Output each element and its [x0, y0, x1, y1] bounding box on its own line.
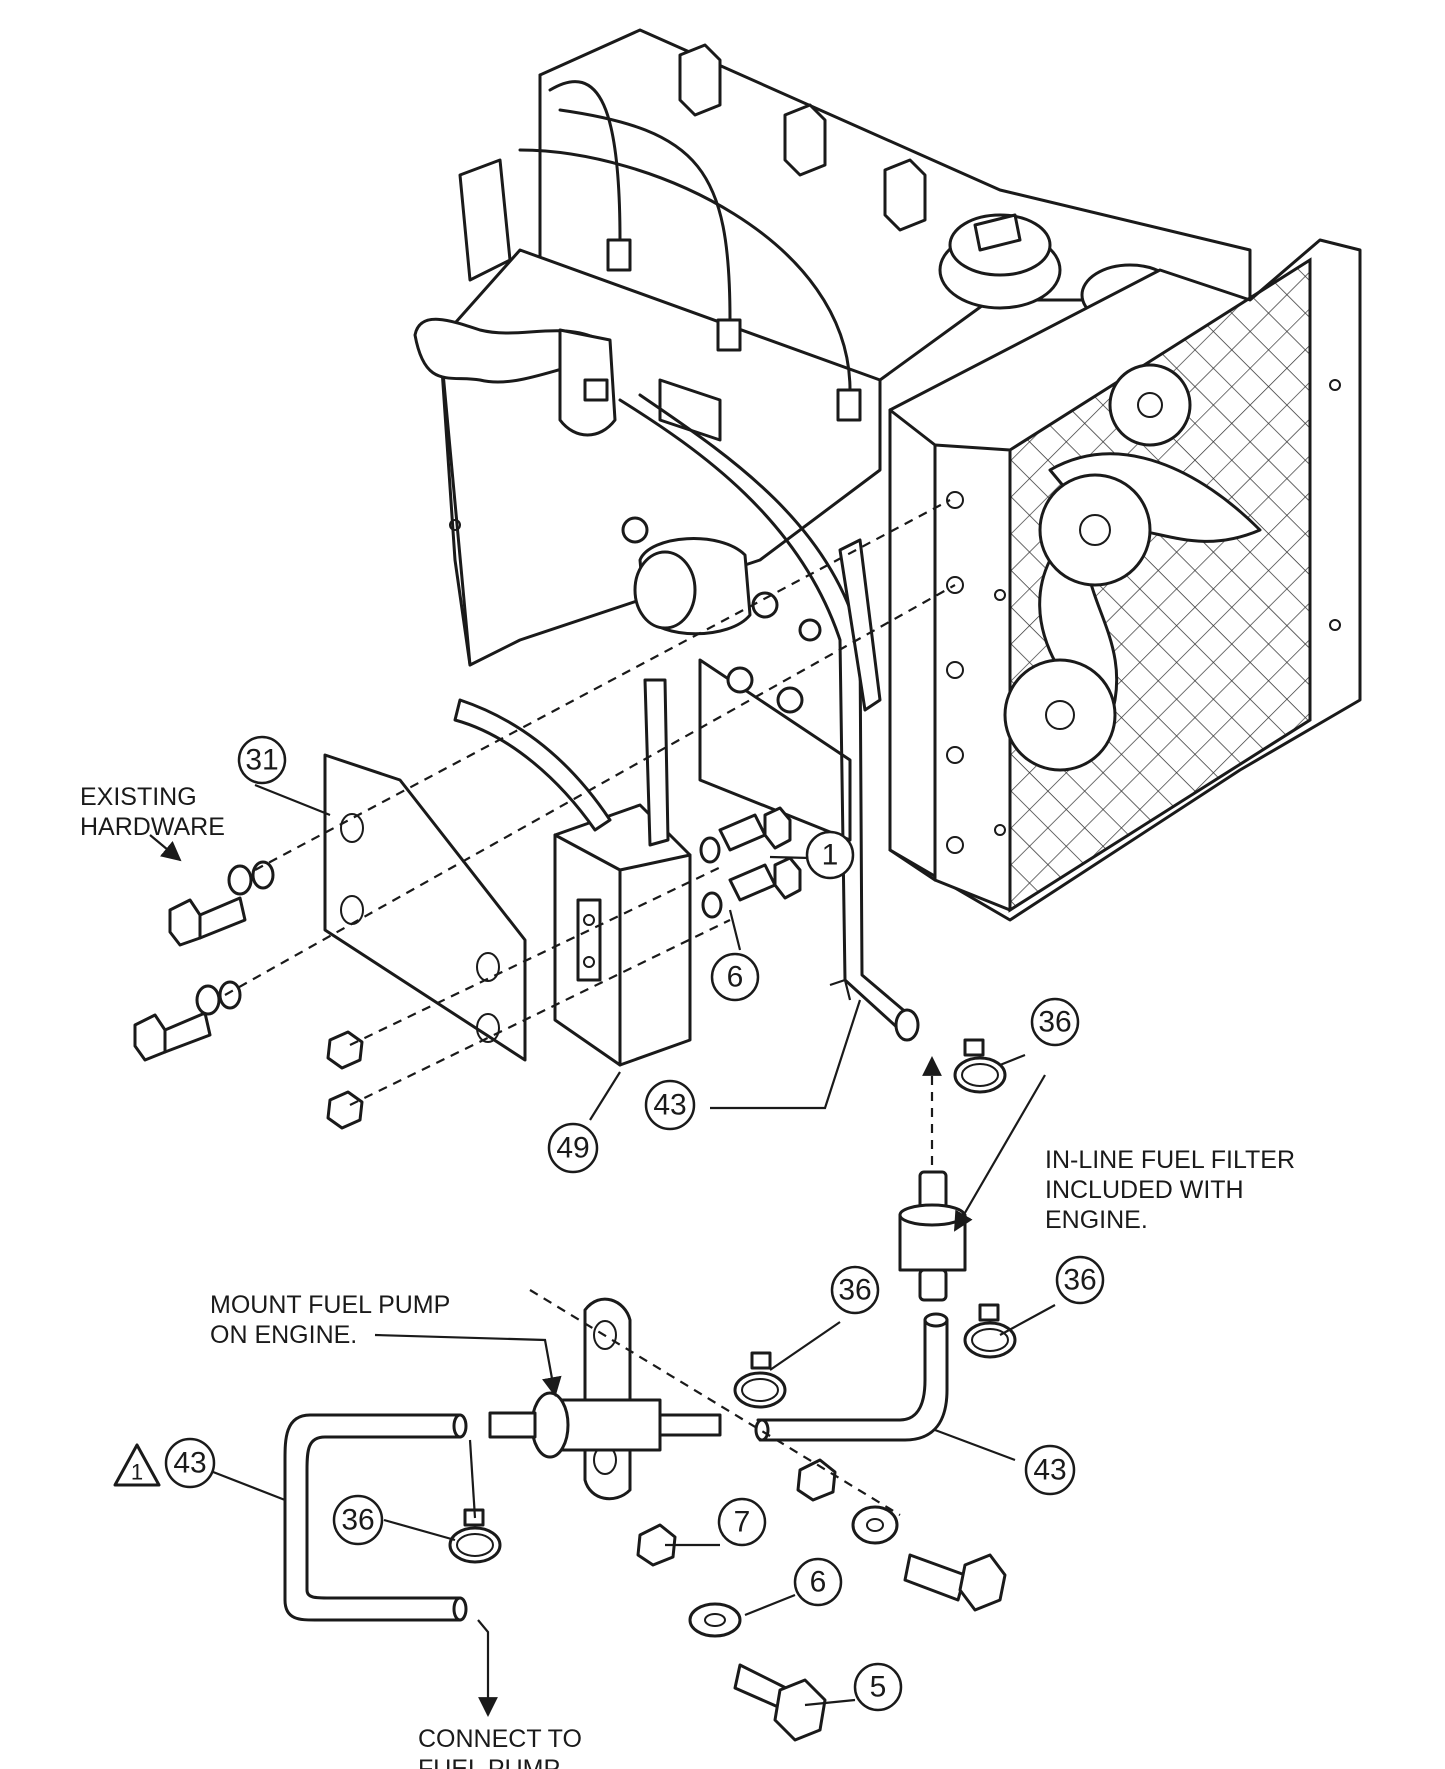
cooling-fan [1003, 363, 1262, 772]
callout-number: 49 [556, 1132, 589, 1165]
engine-block [413, 28, 1252, 842]
bolt-1 [699, 806, 802, 919]
inline-fuel-filter [898, 1170, 967, 1302]
spark-plug-wires [458, 80, 862, 422]
svg-text:IN-LINE FUEL FILTER: IN-LINE FUEL FILTER [1045, 1146, 1295, 1174]
mounting-plate-31 [323, 753, 527, 1062]
fuel-hose-lower-right [754, 1312, 949, 1442]
bolt-existing-lower [133, 980, 242, 1062]
svg-text:MOUNT FUEL PUMP: MOUNT FUEL PUMP [210, 1291, 450, 1319]
callout-number: 5 [870, 1671, 887, 1704]
pump-hardware [636, 1458, 1007, 1742]
callout-43-upper: 43 [644, 1079, 696, 1131]
callout-6-lower: 6 [793, 1557, 843, 1607]
valve-cover-nuts [678, 43, 927, 232]
oil-filler-cap [938, 213, 1062, 310]
mounting-bosses [621, 516, 804, 714]
fuel-hose-lower-left [283, 1413, 468, 1622]
fuel-hose-upper [618, 393, 920, 1042]
svg-text:CONNECT TO: CONNECT TO [418, 1725, 582, 1753]
callout-36-filter-top: 36 [830, 1265, 880, 1315]
svg-text:HARDWARE: HARDWARE [80, 813, 225, 841]
callout-number: 36 [341, 1504, 374, 1537]
callout-43-left: 43 [164, 1437, 216, 1489]
callout-number: 7 [734, 1506, 751, 1539]
hose-clamps [448, 1038, 1017, 1564]
callout-number: 31 [245, 744, 278, 777]
note-mount-pump: MOUNT FUEL PUMP ON ENGINE. [210, 1291, 450, 1349]
svg-text:EXISTING: EXISTING [80, 783, 197, 811]
bolt-existing-upper [168, 860, 275, 947]
callout-number: 43 [1033, 1454, 1066, 1487]
callout-number: 1 [131, 1460, 143, 1485]
nuts-upper [326, 1030, 364, 1130]
radiator-bolt-holes [946, 379, 1341, 854]
callout-31: 31 [237, 735, 287, 785]
solenoid-49 [453, 678, 692, 1067]
note-connect-pump: CONNECT TO FUEL PUMP [418, 1725, 582, 1769]
svg-text:ENGINE.: ENGINE. [1045, 1206, 1148, 1234]
callout-number: 1 [822, 839, 839, 872]
clamp-lower [448, 1508, 502, 1564]
fuel-pump [488, 1297, 722, 1501]
callout-number: 36 [838, 1274, 871, 1307]
callout-1: 1 [805, 830, 855, 880]
revision-flag: 1 [113, 1443, 161, 1487]
callout-number: 6 [810, 1566, 827, 1599]
callout-6-upper: 6 [710, 952, 760, 1002]
callout-number: 36 [1038, 1006, 1071, 1039]
callout-36-lower: 36 [332, 1494, 384, 1546]
clamp-upper [953, 1038, 1007, 1094]
intake-hose [413, 317, 617, 437]
callout-number: 43 [653, 1089, 686, 1122]
assembly-lines [224, 499, 956, 1516]
clamp-filter-top [733, 1351, 787, 1409]
callout-36-upper: 36 [1030, 997, 1080, 1047]
callout-number: 36 [1063, 1264, 1096, 1297]
radiator-assembly [888, 238, 1362, 922]
callout-36-filter-bottom: 36 [1055, 1255, 1105, 1305]
callout-number: 43 [173, 1447, 206, 1480]
svg-text:ON ENGINE.: ON ENGINE. [210, 1321, 357, 1349]
callout-number: 6 [727, 961, 744, 994]
callout-7: 7 [717, 1497, 767, 1547]
callout-43-right: 43 [1024, 1444, 1076, 1496]
note-existing-hardware: EXISTING HARDWARE [80, 783, 225, 841]
svg-text:FUEL PUMP: FUEL PUMP [418, 1755, 560, 1769]
callout-49: 49 [547, 1122, 599, 1174]
note-inline-filter: IN-LINE FUEL FILTER INCLUDED WITH ENGINE… [1045, 1146, 1295, 1234]
callout-5: 5 [853, 1662, 903, 1712]
svg-text:INCLUDED WITH: INCLUDED WITH [1045, 1176, 1244, 1204]
oil-filter [633, 537, 752, 636]
clamp-filter-bottom [963, 1303, 1017, 1359]
